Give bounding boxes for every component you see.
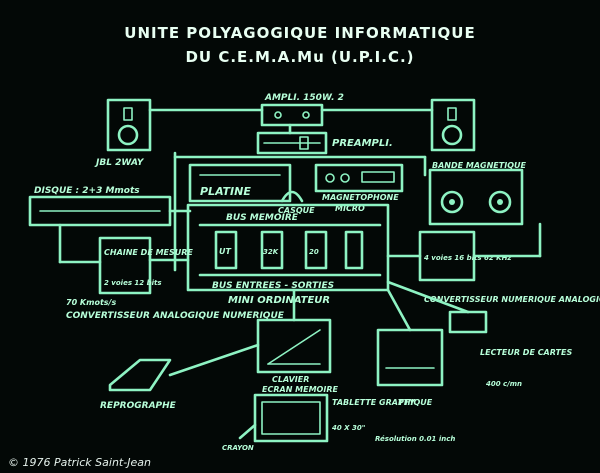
disque-box — [28, 195, 172, 227]
lecteur-rate-label: 400 c/mn — [486, 380, 522, 388]
convertisseur-na-label: CONVERTISSEUR NUMERIQUE ANALOGIQUE — [424, 295, 600, 304]
ecran-label: ECRAN MEMOIRE — [262, 385, 338, 394]
mini-ordinateur-label: MINI ORDINATEUR — [228, 295, 330, 306]
speaker-right-icon — [430, 98, 476, 152]
tty-label: TTY — [398, 398, 416, 407]
reprographe-icon — [108, 358, 172, 392]
lecteur-label: LECTEUR DE CARTES — [480, 348, 572, 357]
bus-memoire-label: BUS MEMOIRE — [226, 213, 299, 223]
crayon-label: CRAYON — [222, 444, 254, 452]
kmots-label: 70 Kmots/s — [66, 298, 116, 307]
tablette-label: TABLETTE GRAPHIQUE — [332, 398, 433, 407]
casque-icon — [280, 190, 304, 203]
memory-20 — [304, 230, 328, 270]
tty-icon — [376, 328, 444, 387]
resolution-label: Résolution 0.01 inch — [375, 435, 455, 443]
chaine-mesure-label: CHAINE DE MESURE — [104, 248, 193, 257]
chaine-mesure-box — [98, 236, 152, 295]
title-line-2: DU C.E.M.A.Mu (U.P.I.C.) — [185, 48, 414, 66]
copyright: © 1976 Patrick Saint-Jean — [8, 456, 151, 469]
crayon-icon — [238, 423, 257, 440]
tablette-size-label: 40 X 30" — [332, 424, 365, 432]
reprographe-label: REPROGRAPHE — [100, 401, 177, 411]
voies-label: 2 voies 12 bits — [104, 279, 162, 287]
ut-unit — [214, 230, 238, 270]
tablette-icon — [253, 393, 329, 443]
clavier-label: CLAVIER — [272, 375, 309, 384]
memory-32k — [260, 230, 284, 270]
ampli-label: AMPLI. 150W. 2 — [264, 93, 344, 103]
magnetophone-box — [314, 163, 404, 193]
preampli-label: PREAMPLI. — [332, 138, 393, 149]
platine-box — [188, 163, 292, 203]
speaker-left-icon — [106, 98, 152, 152]
bande-magnetique-box — [428, 168, 524, 226]
bus-es-label: BUS ENTREES - SORTIES — [212, 281, 334, 291]
title-line-1: UNITE POLYAGOGIQUE INFORMATIQUE — [124, 24, 475, 42]
memory-20-label: 20 — [309, 248, 319, 256]
casque-label: CASQUE — [278, 206, 315, 215]
micro-label: MICRO — [335, 204, 365, 213]
ecran-memoire-icon — [256, 318, 332, 374]
voies-na-label: 4 voies 16 bits 62 KHz — [424, 254, 512, 262]
magnetophone-label: MAGNETOPHONE — [322, 193, 399, 202]
cpu-unit — [344, 230, 364, 270]
disque-label: DISQUE : 2+3 Mmots — [34, 186, 140, 196]
convertisseur-an-label: CONVERTISSEUR ANALOGIQUE NUMERIQUE — [66, 311, 285, 321]
preampli-box — [256, 131, 328, 155]
mini-ordinateur-frame — [186, 203, 390, 292]
lecteur-icon — [448, 310, 488, 334]
bande-label: BANDE MAGNETIQUE — [432, 161, 526, 170]
ampli-box — [260, 103, 324, 127]
memory-32k-label: 32K — [263, 248, 279, 256]
platine-label: PLATINE — [200, 185, 251, 198]
ut-label: UT — [219, 247, 231, 256]
jbl-label: JBL 2WAY — [94, 158, 145, 168]
